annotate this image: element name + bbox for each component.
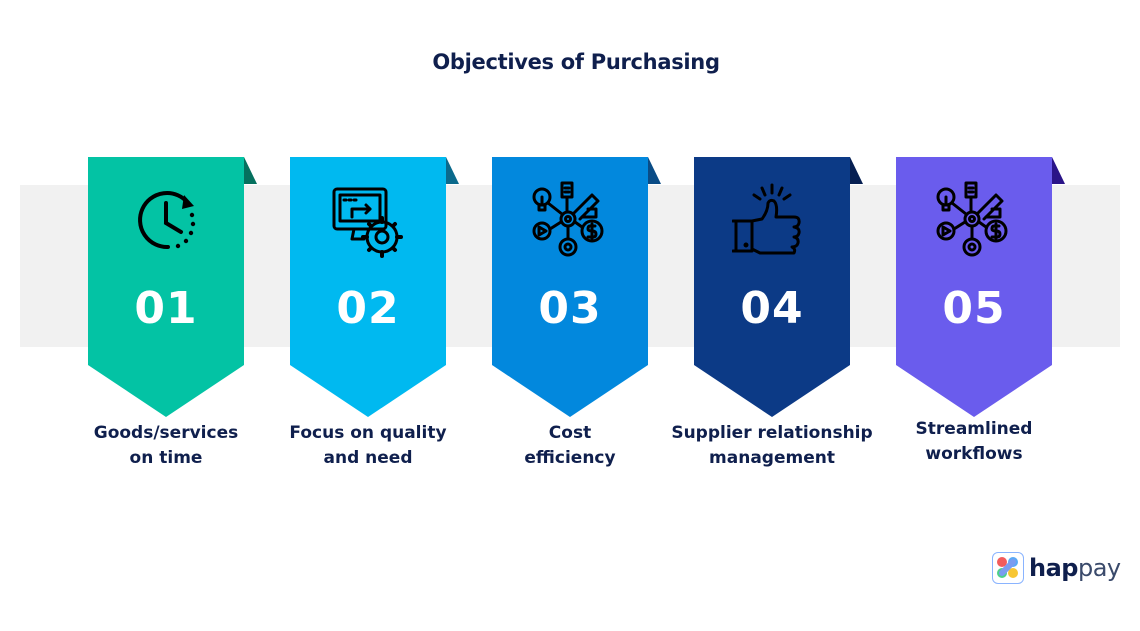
objective-number: 04 (740, 283, 804, 334)
banner: 02 (290, 157, 459, 417)
objective-item-5: 05 Streamlined workflows (896, 157, 1066, 487)
objective-item-2: 02 Focus on quality and need (289, 157, 460, 487)
objective-number: 03 (538, 283, 602, 334)
monitor-gear-icon (332, 187, 403, 258)
thumbs-up-icon (732, 183, 801, 255)
objective-number: 05 (942, 283, 1006, 334)
objective-label: Goods/services on time (93, 423, 239, 468)
objective-number: 01 (134, 283, 198, 334)
banner: 05 (896, 157, 1065, 417)
banner: 03 (492, 157, 661, 417)
happay-logo: happay (992, 552, 1121, 586)
objective-item-3: 03 Cost efficiency (492, 157, 662, 487)
clock-arrow-icon (138, 191, 196, 250)
objective-label: Focus on quality and need (289, 423, 447, 468)
banner: 04 (694, 157, 863, 417)
objective-label: Streamlined workflows (915, 419, 1033, 464)
objective-item-4: 04 Supplier relationship management (671, 157, 873, 487)
banner: 01 (88, 157, 257, 417)
page-title: Objectives of Purchasing (432, 50, 720, 74)
objective-label: Cost efficiency (524, 423, 616, 468)
objective-number: 02 (336, 283, 400, 334)
logo-mark-icon (992, 552, 1024, 584)
network-hub-icon (936, 181, 1008, 257)
logo-text: happay (1029, 554, 1121, 582)
objective-item-1: 01 Goods/services on time (88, 157, 258, 487)
network-hub-icon (532, 181, 604, 257)
objective-label: Supplier relationship management (671, 423, 873, 468)
